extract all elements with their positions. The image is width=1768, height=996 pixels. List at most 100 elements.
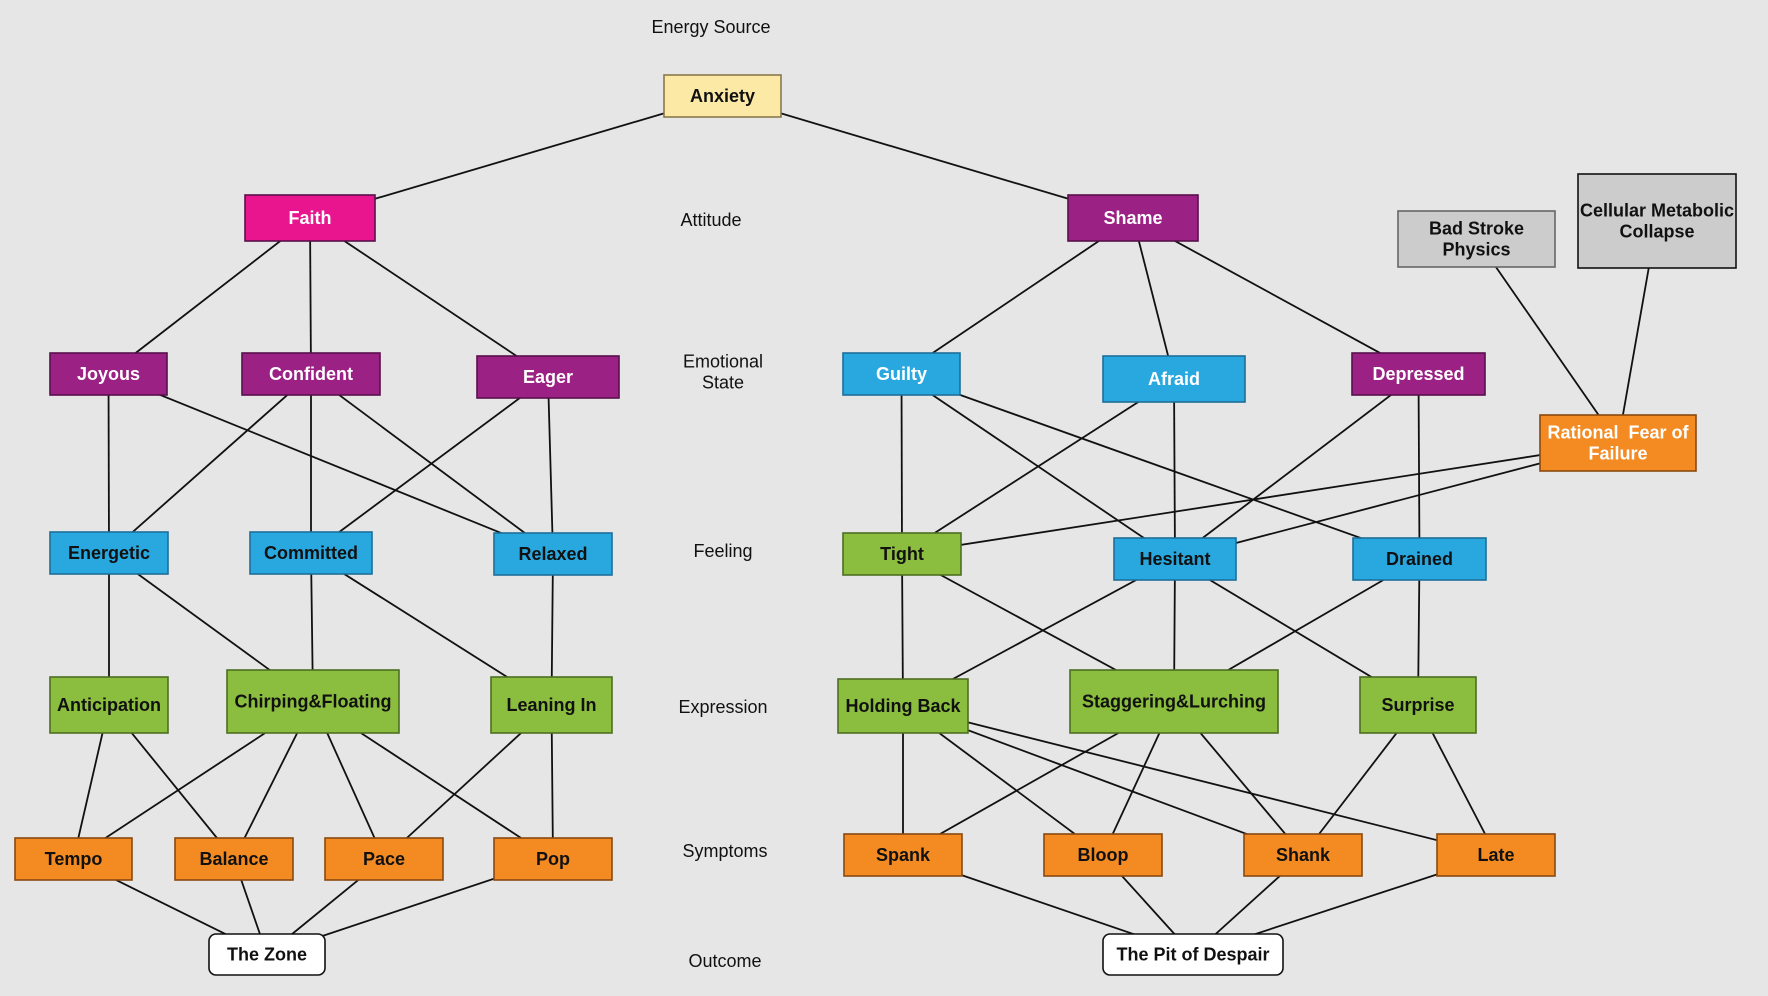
node-label: Holding Back xyxy=(845,696,961,716)
edge-joyous-to-energetic xyxy=(107,373,110,554)
node-label-line: Collapse xyxy=(1619,222,1694,242)
node-label-line: Eager xyxy=(523,367,573,387)
edge-bad-stroke-to-rational-fear xyxy=(1475,238,1619,444)
node-label: Leaning In xyxy=(507,695,597,715)
node-pit-of-despair: The Pit of Despair xyxy=(1102,933,1284,976)
node-label: Spank xyxy=(876,845,931,865)
node-label-line: Relaxed xyxy=(518,544,587,564)
node-label: Chirping&Floating xyxy=(235,692,392,712)
node-label: Energetic xyxy=(68,543,150,563)
edge-afraid-to-hesitant xyxy=(1173,378,1176,560)
level-label-symptoms: Symptoms xyxy=(682,841,767,861)
node-label: The Zone xyxy=(227,945,307,965)
edge-joyous-to-relaxed xyxy=(108,373,554,555)
node-label-line: Afraid xyxy=(1148,369,1200,389)
node-label-line: The Pit of Despair xyxy=(1116,945,1269,965)
level-label-line: Energy Source xyxy=(651,17,770,37)
node-label: Depressed xyxy=(1372,364,1464,384)
node-hesitant: Hesitant xyxy=(1113,537,1237,581)
level-label-line: Attitude xyxy=(680,210,741,230)
level-label-line: Feeling xyxy=(693,541,752,561)
node-confident: Confident xyxy=(241,352,381,396)
node-anticipation: Anticipation xyxy=(49,676,169,734)
node-label: Tight xyxy=(880,544,924,564)
node-label-line: Joyous xyxy=(77,364,140,384)
node-label: Pace xyxy=(363,849,405,869)
node-tight: Tight xyxy=(842,532,962,576)
edge-holding-back-to-shank xyxy=(902,705,1304,856)
node-chirping: Chirping&Floating xyxy=(226,669,400,734)
node-label-line: Physics xyxy=(1442,240,1510,260)
node-eager: Eager xyxy=(476,355,620,399)
level-label-line: Expression xyxy=(678,697,767,717)
node-faith: Faith xyxy=(244,194,376,242)
node-label-line: Anticipation xyxy=(57,695,161,715)
edge-anxiety-to-faith xyxy=(309,95,723,219)
node-label: Surprise xyxy=(1381,695,1454,715)
node-balance: Balance xyxy=(174,837,294,881)
edge-afraid-to-tight xyxy=(901,378,1175,555)
node-box xyxy=(49,531,169,575)
node-label: Committed xyxy=(264,543,358,563)
level-label-expression: Expression xyxy=(678,697,767,717)
edge-shame-to-guilty xyxy=(900,217,1134,375)
node-box xyxy=(1351,352,1486,396)
node-spank: Spank xyxy=(843,833,963,877)
node-label: Afraid xyxy=(1148,369,1200,389)
edge-guilty-to-tight xyxy=(900,373,903,555)
node-label: Faith xyxy=(289,208,332,228)
node-box xyxy=(244,194,376,242)
node-the-zone: The Zone xyxy=(208,933,326,976)
node-label: Relaxed xyxy=(518,544,587,564)
edge-anxiety-to-shame xyxy=(722,95,1134,219)
node-label: Pop xyxy=(536,849,570,869)
node-box xyxy=(1102,933,1284,976)
node-box xyxy=(1352,537,1487,581)
node-box xyxy=(490,676,613,734)
node-label-line: Rational Fear of xyxy=(1547,423,1689,443)
node-guilty: Guilty xyxy=(842,352,961,396)
node-depressed: Depressed xyxy=(1351,352,1486,396)
node-label-line: Bloop xyxy=(1078,845,1129,865)
level-label-line: Emotional xyxy=(683,352,763,372)
node-box xyxy=(241,352,381,396)
node-label: Shank xyxy=(1276,845,1331,865)
level-label-energy-source: Energy Source xyxy=(651,17,770,37)
node-label-line: Failure xyxy=(1588,444,1647,464)
node-box xyxy=(49,352,168,396)
node-pace: Pace xyxy=(324,837,444,881)
node-box xyxy=(1243,833,1363,877)
node-afraid: Afraid xyxy=(1102,355,1246,403)
edge-depressed-to-drained xyxy=(1417,373,1421,560)
edge-eager-to-relaxed xyxy=(547,376,554,555)
node-box xyxy=(226,669,400,734)
node-label-line: Confident xyxy=(269,364,353,384)
node-label: Staggering&Lurching xyxy=(1082,692,1266,712)
node-label-line: Chirping&Floating xyxy=(235,692,392,712)
level-label-line: Symptoms xyxy=(682,841,767,861)
node-label-line: Tempo xyxy=(45,849,103,869)
node-label: Confident xyxy=(269,364,353,384)
node-box xyxy=(249,531,373,575)
node-label-line: Committed xyxy=(264,543,358,563)
node-box xyxy=(1397,210,1556,268)
node-box xyxy=(324,837,444,881)
node-label-line: Energetic xyxy=(68,543,150,563)
node-label-line: Pace xyxy=(363,849,405,869)
node-label: Tempo xyxy=(45,849,103,869)
node-label-line: Spank xyxy=(876,845,931,865)
node-box xyxy=(1436,833,1556,877)
node-label-line: Tight xyxy=(880,544,924,564)
node-box xyxy=(208,933,326,976)
node-box xyxy=(174,837,294,881)
node-anxiety: Anxiety xyxy=(663,74,782,118)
node-energetic: Energetic xyxy=(49,531,169,575)
node-label: Joyous xyxy=(77,364,140,384)
node-box xyxy=(49,676,169,734)
node-label-line: Drained xyxy=(1386,549,1453,569)
